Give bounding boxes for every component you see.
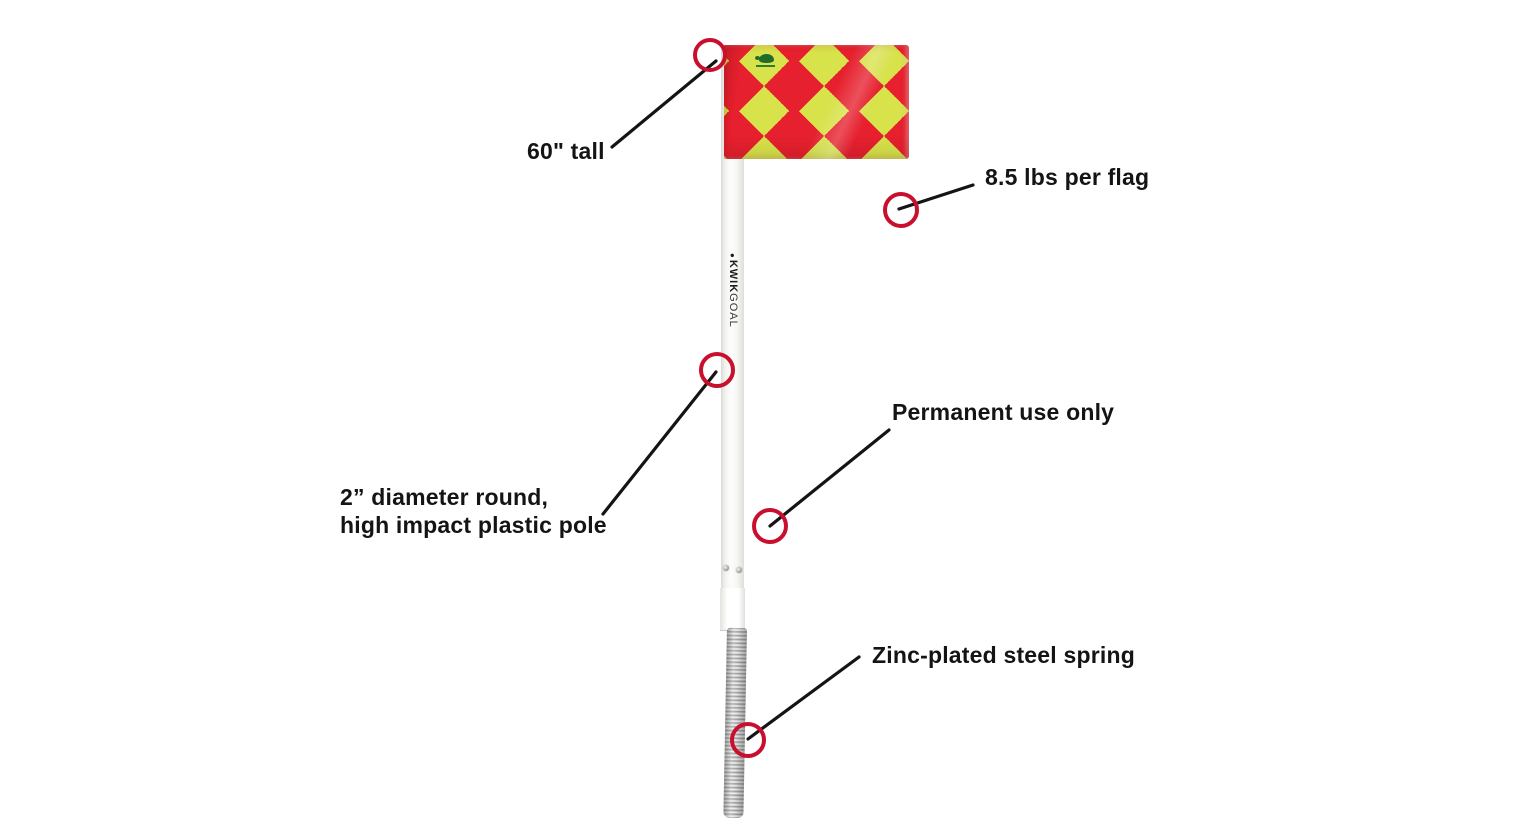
checkered-flag <box>724 45 909 159</box>
label-spring-material: Zinc-plated steel spring <box>872 642 1135 668</box>
leader-line-spring-material <box>746 655 861 741</box>
leader-line-flag-height <box>610 59 718 149</box>
flag-pole: ●KWIKGOAL <box>721 46 744 630</box>
pole-brand-text: ●KWIKGOAL <box>727 253 739 328</box>
callout-circle-flag-weight <box>883 192 919 228</box>
leader-line-pole-material <box>601 370 718 516</box>
flag-fabric-folds <box>724 45 909 159</box>
kwik-goal-flag-logo-icon <box>754 53 778 70</box>
label-pole-material: 2” diameter round, high impact plastic p… <box>340 483 607 539</box>
label-flag-height: 60" tall <box>527 138 605 164</box>
callout-circle-spring-material <box>730 722 766 758</box>
brand-kwik: KWIK <box>727 259 739 294</box>
callout-circle-flag-height <box>693 38 727 72</box>
label-usage: Permanent use only <box>892 399 1115 425</box>
label-pole-material-line2: high impact plastic pole <box>340 512 607 538</box>
label-flag-weight: 8.5 lbs per flag <box>985 164 1150 190</box>
leader-line-usage <box>768 428 891 528</box>
screw-icon <box>723 565 729 571</box>
brand-goal: GOAL <box>727 293 739 328</box>
callout-circle-usage <box>752 508 788 544</box>
callout-circle-pole-material <box>699 352 735 388</box>
label-pole-material-line1: 2” diameter round, <box>340 484 549 510</box>
pole-collar <box>720 588 745 631</box>
screw-icon <box>736 567 742 573</box>
soccer-ball-icon: ● <box>728 253 737 260</box>
